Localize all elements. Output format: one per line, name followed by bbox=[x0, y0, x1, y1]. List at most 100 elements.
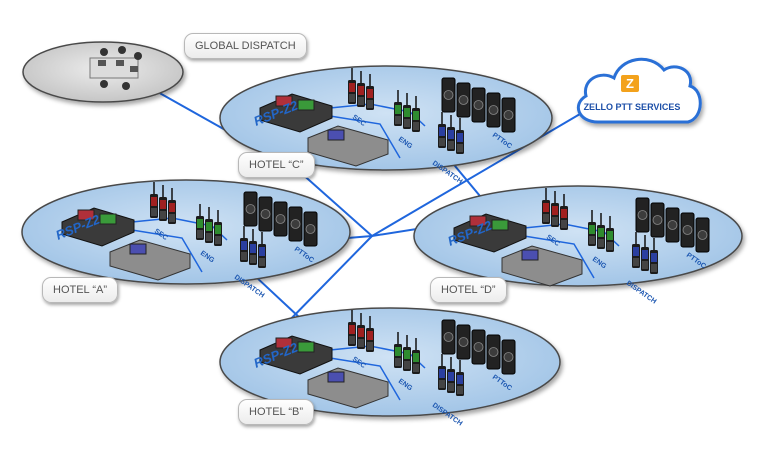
router-blue-icon bbox=[327, 371, 345, 383]
hotel-a-label: HOTEL “A” bbox=[42, 277, 118, 303]
sec-radio-keypad bbox=[367, 100, 373, 108]
sec-radio-display bbox=[169, 203, 175, 212]
dispatch-radio-keypad bbox=[448, 383, 454, 391]
zello-logo-letter: Z bbox=[626, 76, 634, 91]
router-blue-icon bbox=[327, 129, 345, 141]
pttoc-screen-icon bbox=[458, 95, 469, 105]
dispatch-radio-display bbox=[448, 372, 454, 381]
lan-link bbox=[329, 115, 401, 159]
pttoc-screen-icon bbox=[667, 220, 678, 230]
lan-link bbox=[329, 357, 401, 401]
sec-radio-display bbox=[349, 83, 355, 92]
eng-radio-display bbox=[413, 353, 419, 362]
hotel-d-label: HOTEL “D” bbox=[430, 277, 507, 303]
dispatch-label: DISPATCH bbox=[625, 280, 657, 306]
sec-radio-keypad bbox=[358, 339, 364, 347]
sec-radio-display bbox=[358, 328, 364, 337]
eng-radio-keypad bbox=[589, 236, 595, 244]
sec-radio-keypad bbox=[349, 336, 355, 344]
router-red-icon bbox=[469, 215, 487, 227]
eng-radio-keypad bbox=[607, 242, 613, 250]
dispatch-operators-icon bbox=[89, 46, 142, 90]
pttoc-screen-icon bbox=[305, 224, 316, 234]
eng-radio-display bbox=[404, 108, 410, 117]
sec-radio-keypad bbox=[169, 214, 175, 222]
sec-radio-display bbox=[561, 209, 567, 218]
eng-radio-keypad bbox=[404, 119, 410, 127]
eng-radio-keypad bbox=[404, 361, 410, 369]
eng-radio-keypad bbox=[197, 230, 203, 238]
dispatch-radio-keypad bbox=[439, 380, 445, 388]
pttoc-screen-icon bbox=[488, 105, 499, 115]
sec-radio-display bbox=[367, 331, 373, 340]
pttoc-screen-icon bbox=[503, 352, 514, 362]
zello-cloud: Z ZELLO PTT SERVICES bbox=[576, 57, 702, 124]
eng-radio-display bbox=[404, 350, 410, 359]
dispatch-radio-display bbox=[633, 247, 639, 256]
router-red-icon bbox=[275, 337, 293, 349]
sec-radio-display bbox=[151, 197, 157, 206]
dispatch-radio-keypad bbox=[457, 144, 463, 152]
pttoc-screen-icon bbox=[290, 219, 301, 229]
sec-radio-keypad bbox=[543, 214, 549, 222]
pttoc-screen-icon bbox=[473, 100, 484, 110]
eng-radio-display bbox=[197, 219, 203, 228]
eng-radio-display bbox=[607, 231, 613, 240]
sec-radio-keypad bbox=[151, 208, 157, 216]
dispatch-radio-keypad bbox=[633, 258, 639, 266]
sec-radio-display bbox=[349, 325, 355, 334]
pttoc-screen-icon bbox=[652, 215, 663, 225]
router-blue-icon bbox=[129, 243, 147, 255]
eng-radio-keypad bbox=[395, 116, 401, 124]
link-hotel-c-hub bbox=[299, 171, 373, 237]
dispatch-radio-display bbox=[250, 244, 256, 253]
pttoc-screen-icon bbox=[637, 210, 648, 220]
eng-radio-display bbox=[395, 347, 401, 356]
dispatch-radio-keypad bbox=[651, 264, 657, 272]
dispatch-radio-keypad bbox=[250, 255, 256, 263]
lan-link bbox=[523, 235, 595, 279]
dispatch-radio-display bbox=[448, 130, 454, 139]
dispatch-radio-keypad bbox=[241, 252, 247, 260]
sec-radio-display bbox=[543, 203, 549, 212]
cloud-label: ZELLO PTT SERVICES bbox=[584, 102, 681, 112]
eng-radio-display bbox=[215, 225, 221, 234]
eng-radio-keypad bbox=[395, 358, 401, 366]
hotel-c-label: HOTEL “C” bbox=[238, 152, 315, 178]
router-green-icon bbox=[491, 219, 509, 231]
router-blue-icon bbox=[521, 249, 539, 261]
dispatch-radio-display bbox=[439, 369, 445, 378]
link-hub-cloud bbox=[371, 113, 581, 237]
pttoc-screen-icon bbox=[697, 230, 708, 240]
sec-radio-display bbox=[552, 206, 558, 215]
eng-radio-keypad bbox=[413, 364, 419, 372]
sec-radio-display bbox=[358, 86, 364, 95]
pttoc-screen-icon bbox=[503, 110, 514, 120]
dispatch-radio-display bbox=[457, 133, 463, 142]
eng-radio-keypad bbox=[413, 122, 419, 130]
dispatch-radio-display bbox=[651, 253, 657, 262]
eng-radio-keypad bbox=[206, 233, 212, 241]
pttoc-screen-icon bbox=[458, 337, 469, 347]
sec-radio-keypad bbox=[367, 342, 373, 350]
pttoc-screen-icon bbox=[260, 209, 271, 219]
global-dispatch-label: GLOBAL DISPATCH bbox=[184, 33, 307, 59]
pttoc-screen-icon bbox=[443, 332, 454, 342]
dispatch-radio-keypad bbox=[448, 141, 454, 149]
router-red-icon bbox=[77, 209, 95, 221]
pttoc-screen-icon bbox=[245, 204, 256, 214]
sec-radio-keypad bbox=[349, 94, 355, 102]
sec-radio-keypad bbox=[160, 211, 166, 219]
dispatch-radio-keypad bbox=[642, 261, 648, 269]
dispatch-radio-display bbox=[439, 127, 445, 136]
cloud-shape bbox=[576, 57, 702, 124]
pttoc-screen-icon bbox=[488, 347, 499, 357]
lan-link bbox=[131, 229, 203, 273]
pttoc-screen-icon bbox=[443, 90, 454, 100]
sec-radio-keypad bbox=[561, 220, 567, 228]
sec-radio-display bbox=[367, 89, 373, 98]
